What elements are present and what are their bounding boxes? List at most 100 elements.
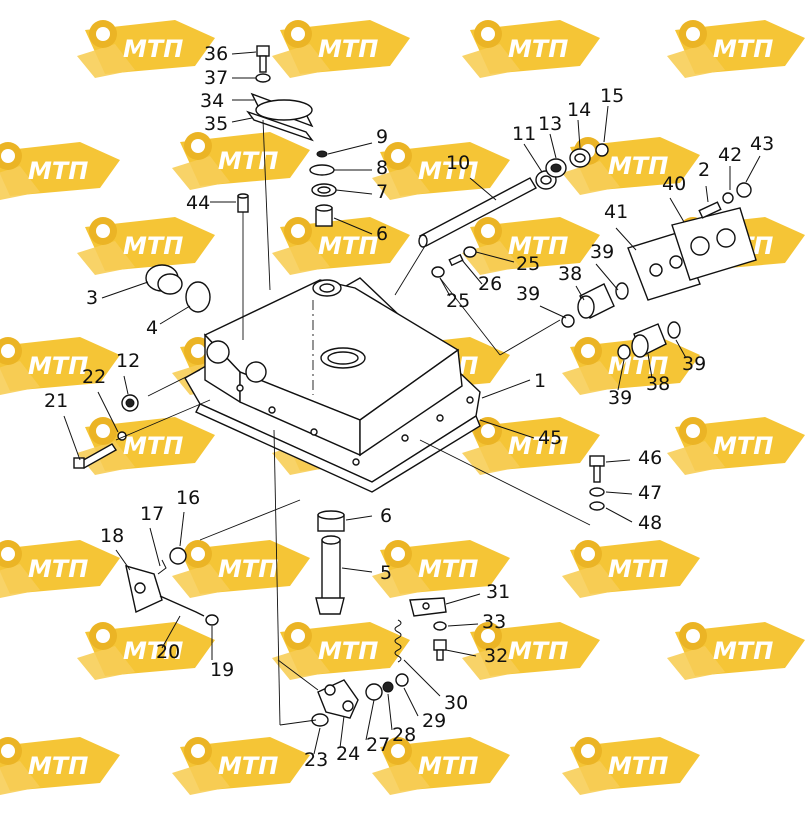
watermark-text: МТП	[123, 232, 183, 260]
part-number-label: 40	[662, 173, 686, 195]
leader-line	[479, 419, 535, 439]
part-number-label: 46	[638, 447, 662, 469]
leader-line	[123, 375, 129, 395]
watermark-logo: МТП	[372, 737, 510, 795]
watermark-logo: МТП	[272, 622, 410, 680]
leader-line	[365, 699, 375, 741]
watermark-layer: МТП МТП МТП МТП МТП МТП МТП МТП МТП МТП МТП МТП МТП М…	[0, 20, 805, 795]
part-number-label: 45	[538, 427, 562, 449]
leader-line	[341, 567, 373, 573]
leader-line	[615, 227, 637, 251]
part-number-label: 39	[608, 387, 632, 409]
side-cover	[627, 182, 757, 301]
leader-line	[577, 119, 581, 149]
leader-line	[231, 51, 257, 55]
leader-line	[605, 459, 631, 463]
part-number-label: 8	[376, 157, 388, 179]
part-number-label: 37	[204, 67, 228, 89]
part-number-label: 42	[718, 144, 742, 166]
leader-line	[149, 527, 161, 567]
watermark-logo: МТП	[172, 132, 310, 190]
plug-and-ring	[145, 264, 211, 313]
spring-lever	[311, 619, 409, 727]
part-number-label: 20	[156, 641, 180, 663]
part-number-label: 29	[422, 710, 446, 732]
leader-line	[101, 281, 149, 299]
part-number-label: 2	[698, 159, 710, 181]
watermark-logo: МТП	[0, 540, 120, 598]
watermark-text: МТП	[28, 555, 88, 583]
watermark-text: МТП	[218, 147, 278, 175]
lever-assembly	[125, 547, 219, 626]
bolt-set-right	[589, 455, 605, 511]
part-number-label: 7	[376, 181, 388, 203]
part-number-label: 33	[482, 611, 506, 633]
part-number-label: 6	[376, 223, 388, 245]
part-number-label: 12	[116, 350, 140, 372]
part-number-label: 5	[380, 562, 392, 584]
part-number-label: 48	[638, 512, 662, 534]
part-number-label: 19	[210, 659, 234, 681]
part-number-label: 31	[486, 581, 510, 603]
top-cover	[246, 45, 314, 142]
part-number-label: 39	[590, 241, 614, 263]
leader-line	[523, 143, 543, 173]
part-number-label: 22	[82, 366, 106, 388]
watermark-logo: МТП	[562, 737, 700, 795]
leader-line	[575, 285, 585, 301]
watermark-logo: МТП	[77, 217, 215, 275]
watermark-logo: МТП	[172, 737, 310, 795]
watermark-text: МТП	[608, 752, 668, 780]
leader-line	[605, 507, 633, 523]
part-number-label: 24	[336, 743, 360, 765]
part-number-label: 3	[86, 287, 98, 309]
part-number-label: 39	[516, 283, 540, 305]
leader-line	[481, 379, 531, 399]
watermark-logo: МТП	[272, 217, 410, 275]
watermark-text: МТП	[418, 157, 478, 185]
leader-line	[179, 511, 185, 547]
part-number-label: 11	[512, 123, 536, 145]
bracket-set	[409, 597, 447, 661]
watermark-text: МТП	[608, 152, 668, 180]
watermark-text: МТП	[218, 555, 278, 583]
watermark-logo: МТП	[462, 217, 600, 275]
leader-line	[603, 105, 609, 143]
part-number-label: 25	[516, 253, 540, 275]
watermark-logo: МТП	[462, 622, 600, 680]
part-number-label: 41	[604, 201, 628, 223]
watermark-text: МТП	[713, 432, 773, 460]
watermark-text: МТП	[508, 35, 568, 63]
leader-line	[339, 715, 345, 749]
watermark-text: МТП	[123, 35, 183, 63]
watermark-logo: МТП	[462, 20, 600, 78]
part-number-label: 30	[444, 692, 468, 714]
leader-line	[313, 727, 321, 755]
part-number-label: 36	[204, 43, 228, 65]
leader-line	[675, 339, 687, 359]
leader-line	[335, 189, 373, 195]
watermark-text: МТП	[318, 35, 378, 63]
watermark-logo: МТП	[0, 337, 120, 395]
part-number-label: 9	[376, 126, 388, 148]
part-number-label: 6	[380, 505, 392, 527]
watermark-text: МТП	[28, 352, 88, 380]
watermark-text: МТП	[123, 432, 183, 460]
leader-line	[705, 185, 709, 203]
part-number-label: 27	[366, 734, 390, 756]
sleeves	[561, 282, 681, 360]
leader-line	[327, 142, 373, 155]
center-lines	[115, 119, 591, 726]
part-number-label: 1	[534, 370, 546, 392]
leader-line	[461, 259, 483, 285]
leader-line	[745, 155, 761, 183]
part-number-label: 10	[446, 152, 470, 174]
part-number-label: 15	[600, 85, 624, 107]
part-number-label: 39	[682, 353, 706, 375]
watermark-text: МТП	[418, 555, 478, 583]
leader-line	[403, 659, 441, 697]
part-number-label: 18	[100, 525, 124, 547]
leader-line	[549, 133, 557, 159]
transmission-case	[184, 277, 481, 493]
